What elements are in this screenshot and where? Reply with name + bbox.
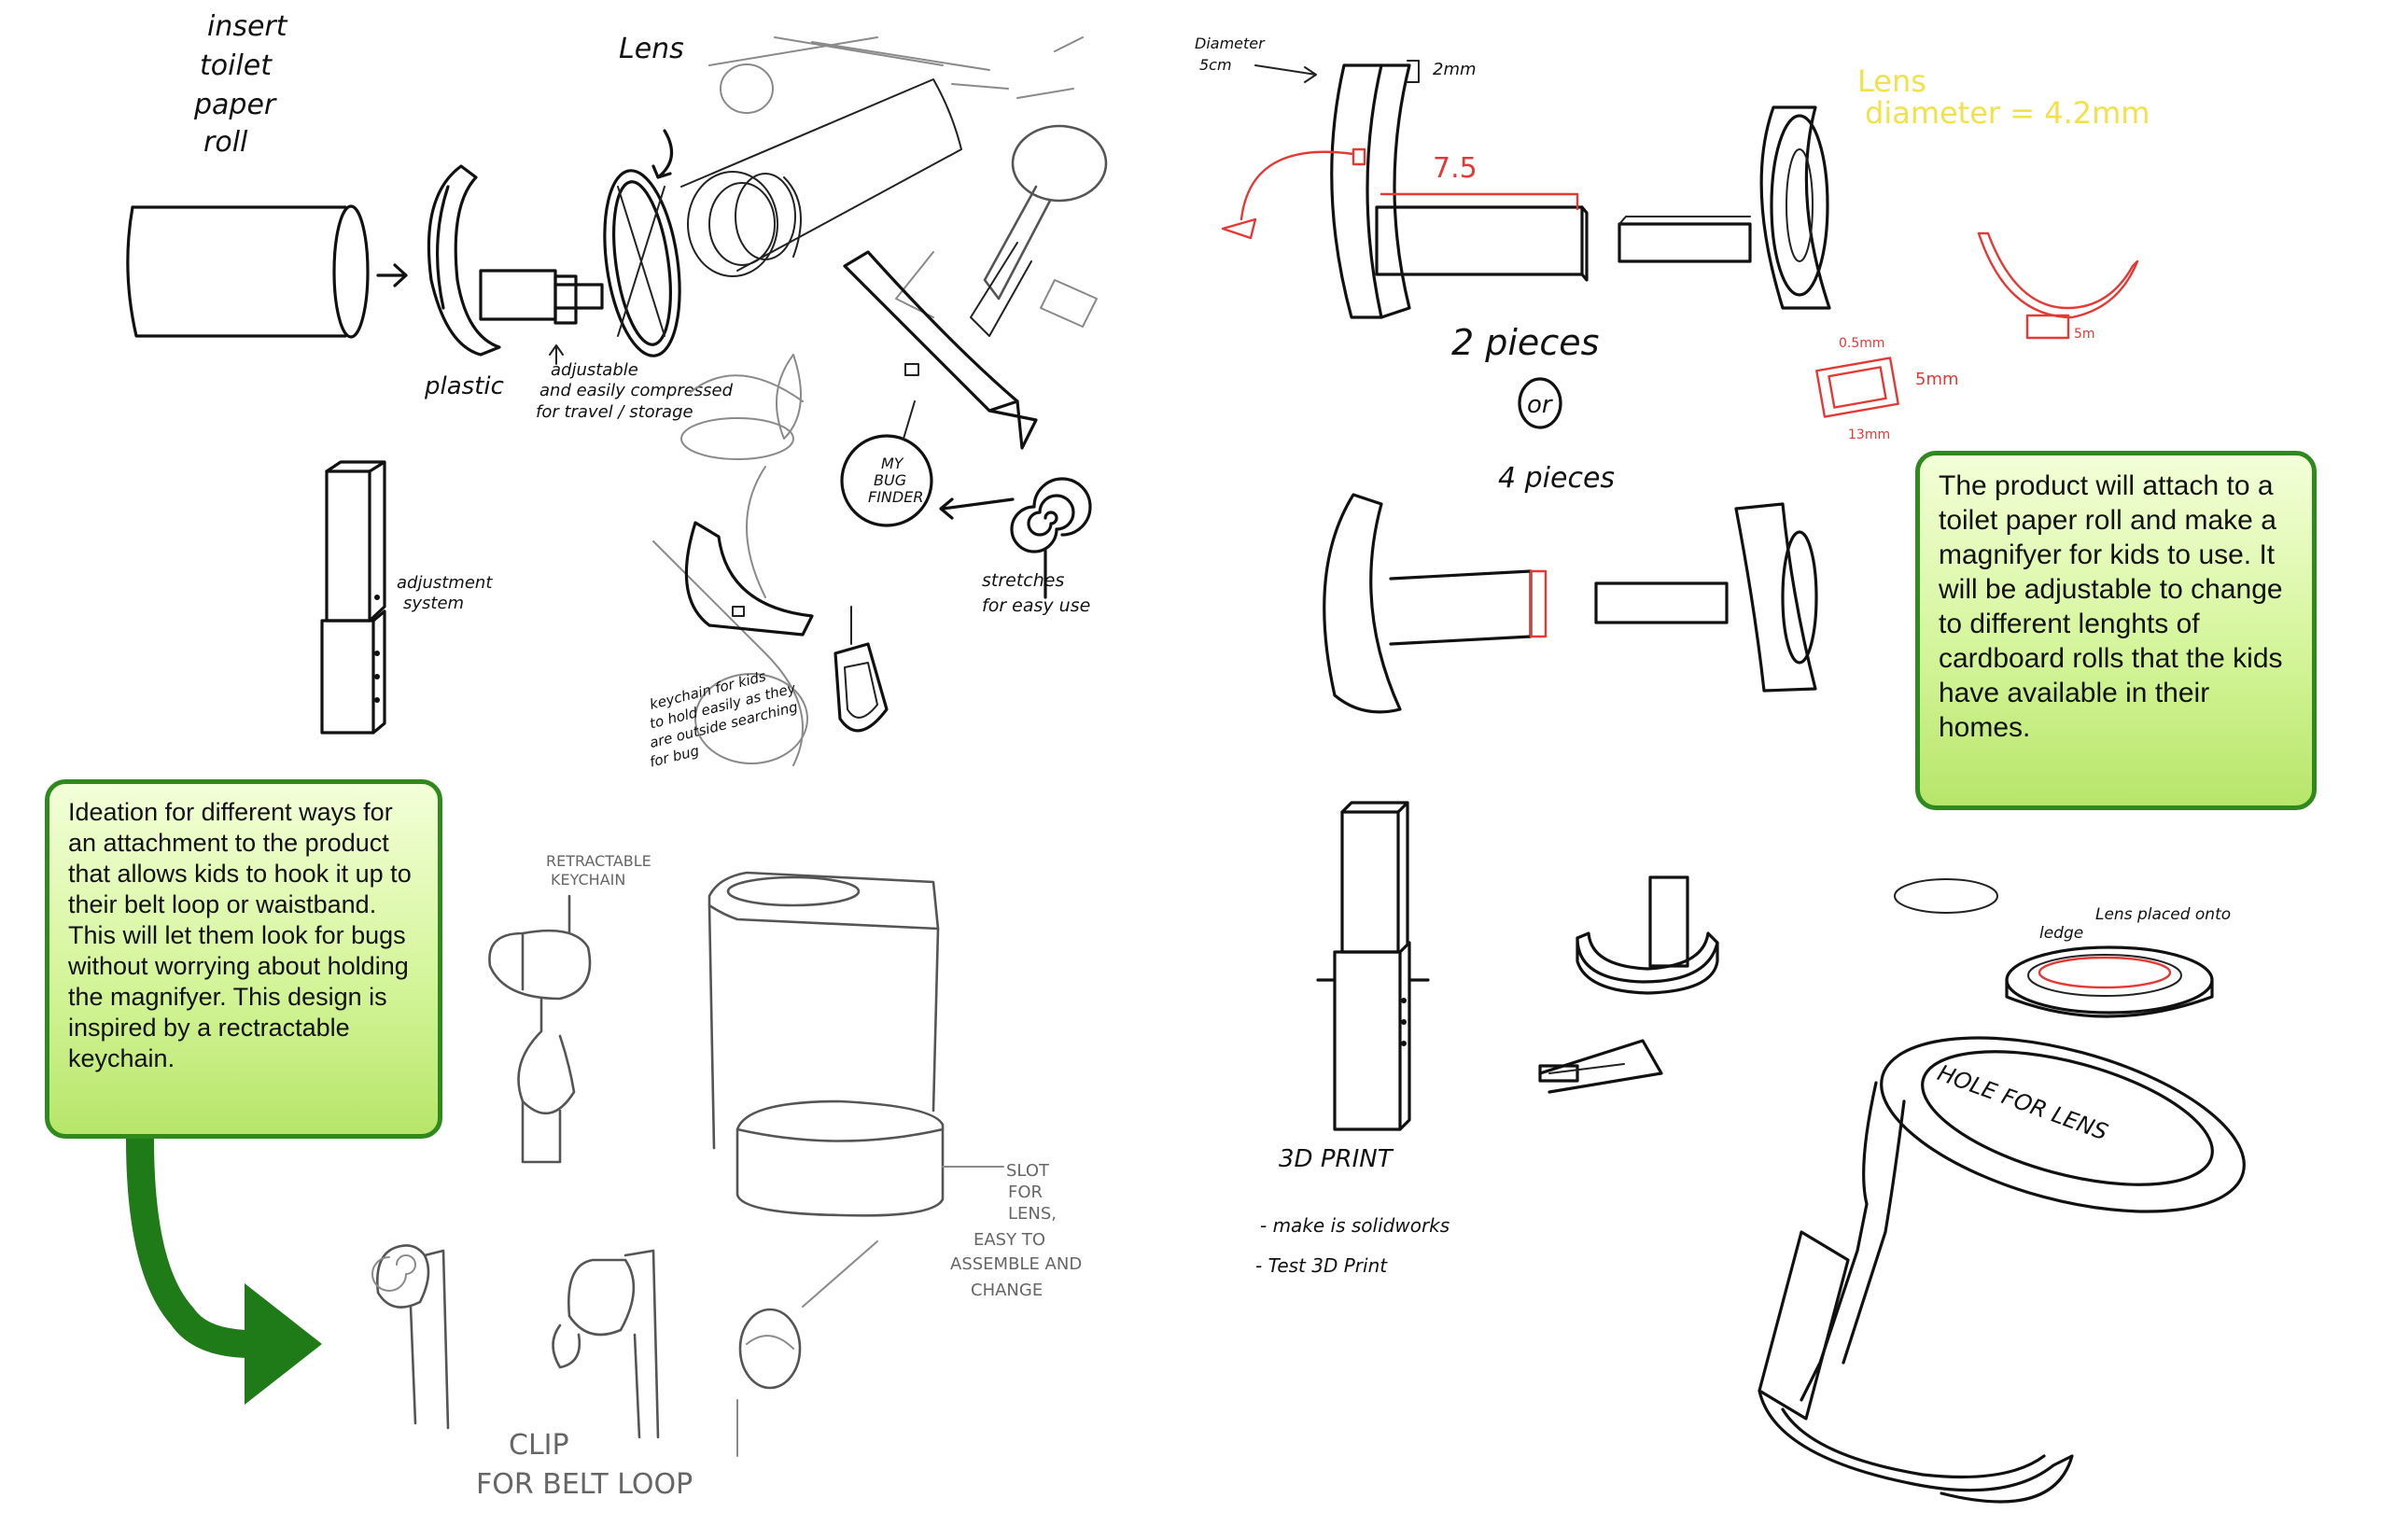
adjustable-label: adjustable and easily compressed for tra… (536, 360, 734, 422)
lens-label: Lens (619, 33, 684, 65)
insert-line-3: paper (193, 89, 277, 121)
diameter-line-1: Diameter (1195, 35, 1266, 52)
red-dim-4: 5m (2074, 327, 2095, 342)
retractable-label: RETRACTABLE KEYCHAIN (546, 852, 651, 889)
two-mm-label: 2mm (1433, 60, 1477, 79)
retractable-line-1: RETRACTABLE (546, 852, 651, 870)
lens-diameter-line-1: Lens (1857, 63, 1926, 99)
clip-line-2: FOR BELT LOOP (476, 1468, 693, 1501)
green-arrow (126, 1138, 322, 1405)
diameter-line-2: 5cm (1199, 56, 1232, 74)
red-dim-3: 13mm (1848, 427, 1890, 442)
lens-placed-line-1: Lens placed onto (2095, 905, 2231, 924)
insert-line-2: toilet (200, 49, 273, 82)
slot-label: SLOT FOR LENS, EASY TO ASSEMBLE AND CHAN… (950, 1161, 1082, 1300)
clip-line-1: CLIP (509, 1429, 569, 1462)
dimensioned-frame: 7.5 (1221, 63, 1589, 319)
final-clip-drawing (1758, 1036, 2246, 1504)
cylinder-sketch-cluster (652, 36, 1108, 766)
adjustment-line-2: system (403, 594, 464, 613)
lens-diameter-label: Lens diameter = 4.2mm (1857, 63, 2150, 131)
adjustment-system-drawing (320, 460, 386, 735)
bug-finder-tag: MY BUG FINDER (840, 400, 1015, 527)
pieces-line-1: 2 pieces (1451, 322, 1599, 363)
diameter-label: Diameter 5cm (1195, 35, 1266, 74)
ideation-note: Ideation for different ways for an attac… (45, 779, 442, 1139)
slot-line-2: FOR (1008, 1183, 1043, 1202)
stretches-line-2: for easy use (982, 595, 1090, 616)
pieces-label: 2 pieces or 4 pieces (1451, 322, 1615, 495)
bug-finder-line-1: MY (881, 455, 904, 472)
adjustment-system-label: adjustment system (397, 573, 493, 613)
slot-line-5: ASSEMBLE AND (950, 1254, 1082, 1274)
slot-line-4: EASY TO (973, 1230, 1045, 1250)
lens-arrow (651, 129, 674, 179)
adjustable-line-2: and easily compressed (539, 381, 734, 400)
bug-finder-line-2: BUG (874, 471, 906, 489)
product-note-text: The product will attach to a toilet pape… (1939, 470, 2283, 743)
print-post-drawing (1316, 801, 1430, 1131)
stretches-line-1: stretches (982, 570, 1064, 591)
adjustable-arrow (549, 344, 564, 365)
insert-label: insert toilet paper roll (193, 10, 288, 159)
base-ring-drawing (1538, 875, 1719, 1094)
keychain-label: keychain for kids to hold easily as they… (648, 667, 799, 770)
diameter-arrow (1254, 64, 1317, 83)
red-dim-1: 0.5mm (1839, 336, 1885, 351)
slot-line-3: LENS, (1008, 1204, 1057, 1224)
adjustment-line-1: adjustment (397, 573, 493, 593)
lens-placed-line-2: ledge (2039, 924, 2083, 943)
toilet-roll-drawing (126, 204, 408, 339)
three-d-print-label: 3D PRINT (1279, 1145, 1394, 1173)
cup-holder-drawing (707, 871, 1004, 1217)
lens-placed-label: Lens placed onto ledge (2039, 905, 2231, 943)
product-note: The product will attach to a toilet pape… (1915, 451, 2317, 810)
clip-label: CLIP FOR BELT LOOP (476, 1429, 693, 1501)
spiral-spring (1010, 477, 1092, 599)
lens-diameter-line-2: diameter = 4.2mm (1865, 95, 2150, 131)
insert-line-1: insert (207, 10, 288, 43)
pieces-line-2: or (1527, 391, 1554, 419)
plastic-label: plastic (424, 372, 504, 400)
make-notes: - make is solidworks - Test 3D Print (1255, 1214, 1450, 1277)
stretches-label: stretches for easy use (982, 570, 1090, 616)
insert-line-4: roll (203, 126, 248, 159)
make-note-2: - Test 3D Print (1255, 1254, 1388, 1277)
slot-line-6: CHANGE (971, 1281, 1043, 1300)
pieces-line-3: 4 pieces (1498, 462, 1615, 495)
retractable-line-2: KEYCHAIN (551, 871, 625, 889)
bug-finder-line-3: FINDER (868, 488, 923, 506)
clip-arc-drawing (843, 250, 1038, 450)
belt-clip-drawings (371, 1240, 878, 1457)
four-piece-drawing (1323, 493, 1818, 714)
adjustable-line-3: for travel / storage (536, 402, 693, 422)
red-detail-drawing: 0.5mm 5mm 13mm 5m (1815, 231, 2139, 442)
ideation-note-text: Ideation for different ways for an attac… (68, 798, 412, 1072)
seven-five-label: 7.5 (1433, 152, 1478, 185)
adjustable-line-1: adjustable (551, 360, 638, 380)
keychain-clip-drawing (684, 521, 889, 733)
slot-line-1: SLOT (1006, 1161, 1050, 1181)
lens-ledge-drawing (1894, 878, 2214, 1018)
lens-cap-drawing (1618, 105, 1831, 310)
magnifier-assembly (427, 164, 681, 357)
retractable-keychain-drawing (488, 894, 592, 1164)
two-mm-bracket (1407, 60, 1420, 83)
make-note-1: - make is solidworks (1260, 1214, 1450, 1237)
red-dim-2: 5mm (1915, 370, 1959, 389)
